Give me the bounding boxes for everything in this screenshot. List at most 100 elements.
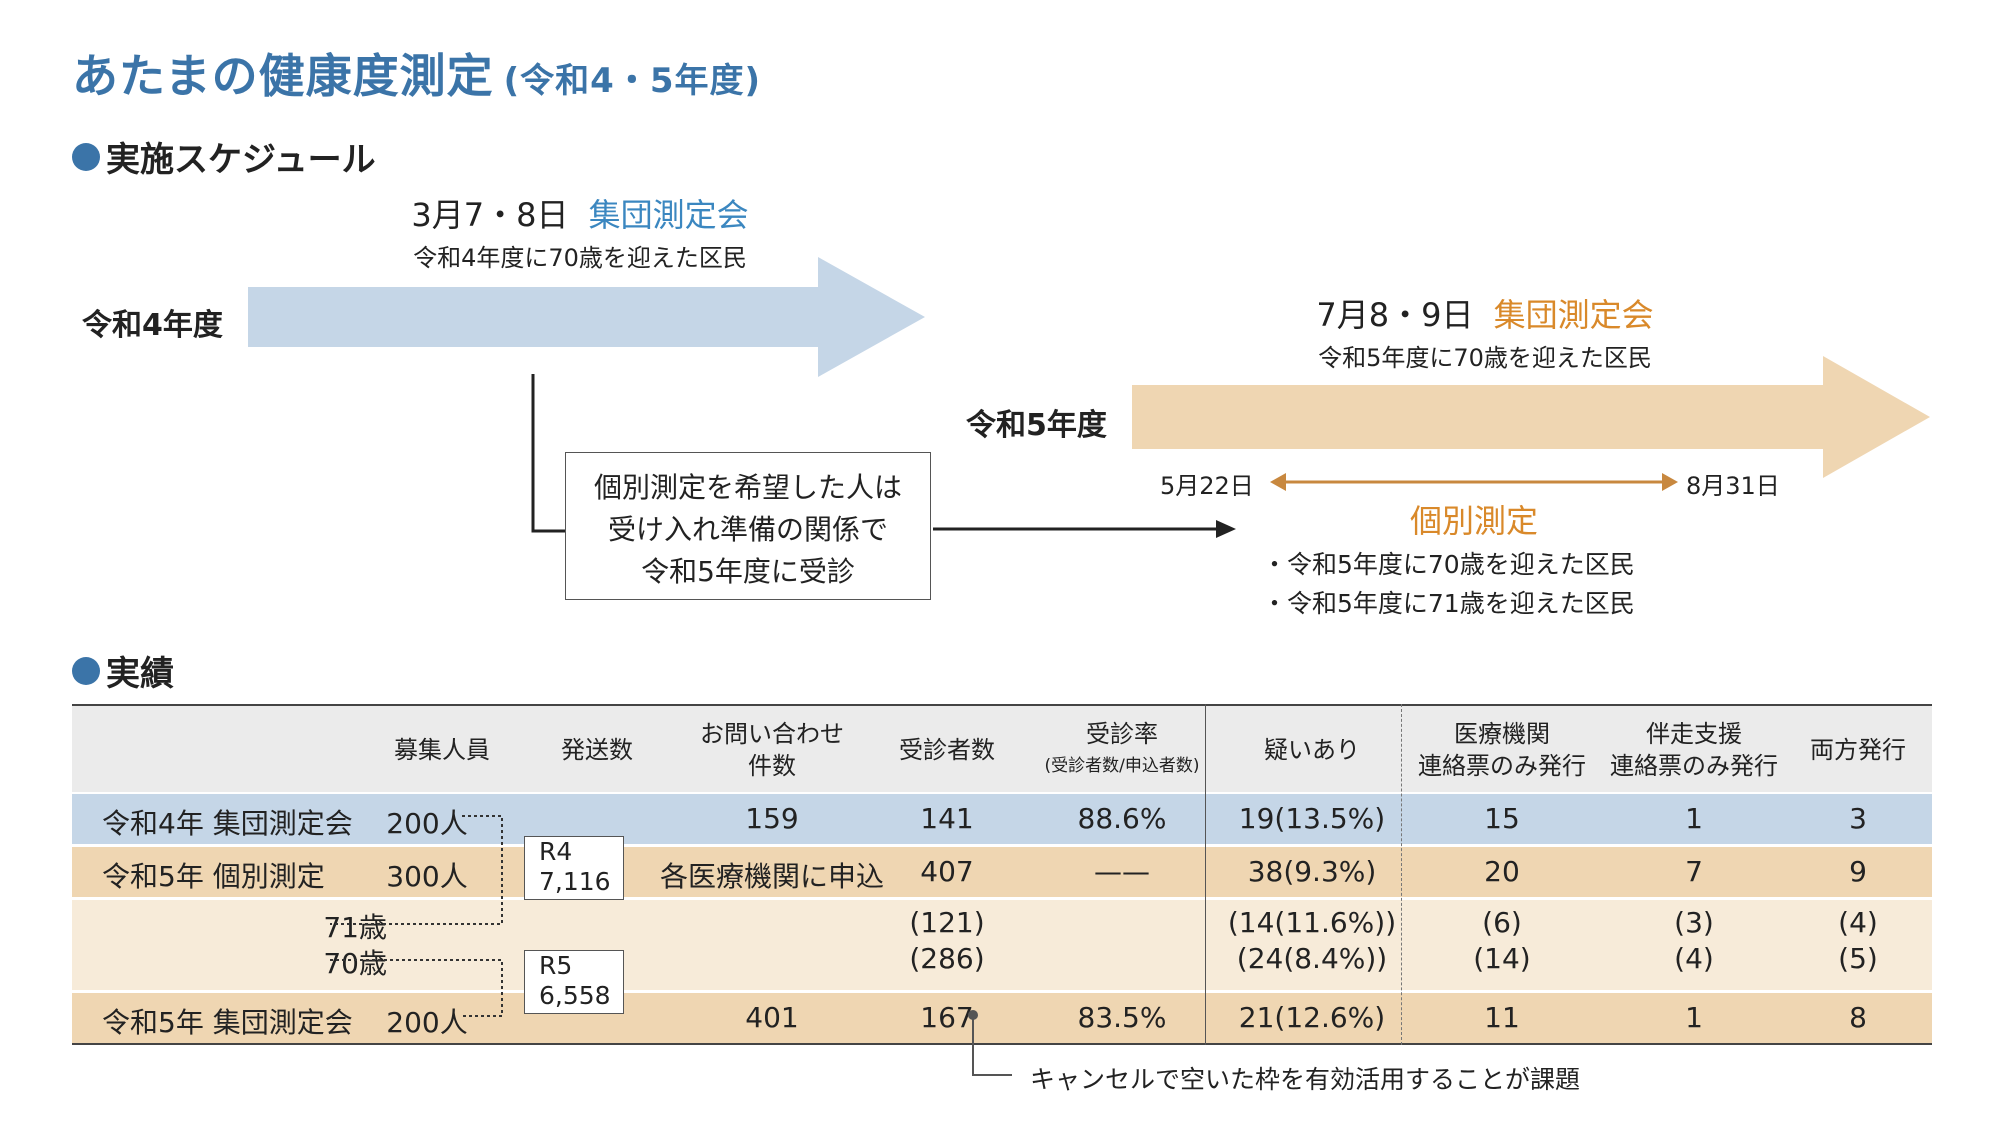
- row-recruit: 200人: [386, 807, 468, 840]
- table-row: 令和4年 集団測定会 200人 159 141 88.6% 19(13.5%) …: [72, 794, 1932, 844]
- row-examinees: 167: [920, 1001, 974, 1034]
- row-support-only: 7: [1685, 855, 1703, 888]
- header-rate-note: (受診者数/申込者数): [1044, 756, 1200, 776]
- period-arrowhead-right: [1662, 473, 1678, 491]
- column-divider: [1401, 704, 1402, 1045]
- row-support-only: (4): [1674, 942, 1714, 975]
- row-examinees: (121): [909, 906, 985, 939]
- header-recruit: 募集人員: [394, 736, 490, 764]
- row-both: 8: [1849, 1001, 1867, 1034]
- row-suspected: (14(11.6%)): [1227, 906, 1397, 939]
- row-recruit: 300人: [386, 860, 468, 893]
- row-suspected: (24(8.4%)): [1236, 942, 1388, 975]
- row-name: 令和5年 集団測定会: [102, 1006, 353, 1039]
- sent-box-label: R4: [539, 837, 573, 866]
- box-line: 令和5年度に受診: [641, 555, 855, 588]
- period-arrowhead-left: [1270, 473, 1286, 491]
- r4-year-label: 令和4年度: [82, 308, 223, 343]
- row-inquiries: 159: [745, 802, 799, 835]
- bullet-icon: [72, 656, 100, 685]
- connector-arrowhead: [1216, 520, 1236, 538]
- header-inquiries-line: お問い合わせ: [700, 720, 844, 748]
- row-name: 令和5年 個別測定: [102, 860, 325, 893]
- row-support-only: 1: [1685, 1001, 1703, 1034]
- table-row: 令和5年 集団測定会 200人 401 167 83.5% 21(12.6%) …: [72, 993, 1932, 1045]
- row-rate: 88.6%: [1077, 802, 1167, 835]
- row-examinees: 141: [920, 802, 974, 835]
- table-header: 募集人員 発送数 お問い合わせ 件数 受診者数 受診率 (受診者数/申込者数) …: [72, 704, 1932, 792]
- header-rate: 受診率 (受診者数/申込者数): [1027, 718, 1217, 782]
- sent-box-value: 7,116: [539, 867, 611, 896]
- column-divider: [1205, 704, 1206, 1045]
- r4-target: 令和4年度に70歳を迎えた区民: [413, 244, 747, 272]
- row-med-only: 20: [1484, 855, 1520, 888]
- results-heading-label: 実績: [106, 654, 174, 694]
- row-suspected: 21(12.6%): [1238, 1001, 1386, 1034]
- header-both: 両方発行: [1810, 736, 1906, 764]
- note-line: [972, 1015, 1012, 1076]
- bullet-icon: [72, 142, 100, 171]
- row-inquiries: 401: [745, 1001, 799, 1034]
- table-subrows: 71歳 (121) (14(11.6%)) (6) (3) (4) 70歳 (2…: [72, 900, 1932, 990]
- row-med-only: 11: [1484, 1001, 1520, 1034]
- header-sent: 発送数: [561, 736, 633, 764]
- individual-label: 個別測定: [1409, 502, 1538, 540]
- row-both: 3: [1849, 802, 1867, 835]
- header-inquiries-line: 件数: [748, 752, 796, 780]
- header-support-only: 伴走支援 連絡票のみ発行: [1594, 718, 1794, 782]
- header-med-only: 医療機関 連絡票のみ発行: [1402, 718, 1602, 782]
- header-support-only-line: 連絡票のみ発行: [1610, 752, 1778, 780]
- header-examinees: 受診者数: [899, 736, 995, 764]
- row-name: 71歳: [323, 911, 387, 944]
- connector-line: [531, 374, 567, 533]
- period-start: 5月22日: [1160, 472, 1254, 500]
- row-recruit: 200人: [386, 1006, 468, 1039]
- header-med-only-line: 連絡票のみ発行: [1418, 752, 1586, 780]
- header-rate-label: 受診率: [1086, 720, 1158, 748]
- page-title-sub: (令和4・5年度): [503, 61, 762, 101]
- header-med-only-line: 医療機関: [1454, 720, 1550, 748]
- r5-year-label: 令和5年度: [966, 408, 1107, 443]
- sent-box-r4: R4 7,116: [524, 836, 624, 900]
- page-title-main: あたまの健康度測定: [72, 49, 494, 103]
- box-line: 個別測定を希望した人は: [593, 471, 902, 504]
- r5-event: 集団測定会: [1493, 296, 1654, 334]
- row-inquiries: 各医療機関に申込: [659, 860, 884, 893]
- r5-dates: 7月8・9日: [1316, 296, 1474, 334]
- row-examinees: 407: [920, 855, 974, 888]
- r4-date-line: 3月7・8日 集団測定会: [340, 190, 820, 236]
- dotted-connector: [330, 959, 503, 1017]
- row-suspected: 19(13.5%): [1238, 802, 1386, 835]
- r5-target: 令和5年度に70歳を迎えた区民: [1318, 344, 1652, 372]
- row-both: (4): [1838, 906, 1878, 939]
- row-rate: 83.5%: [1077, 1001, 1167, 1034]
- box-line: 受け入れ準備の関係で: [607, 513, 888, 546]
- row-both: 9: [1849, 855, 1867, 888]
- row-suspected: 38(9.3%): [1247, 855, 1377, 888]
- dotted-connector: [330, 815, 503, 925]
- header-inquiries: お問い合わせ 件数: [672, 718, 872, 782]
- table-connectors: [330, 815, 503, 1017]
- row-rate: ——: [1094, 855, 1150, 888]
- r4-event: 集団測定会: [588, 196, 749, 234]
- row-name: 令和4年 集団測定会: [102, 807, 353, 840]
- individual-note-box: 個別測定を希望した人は 受け入れ準備の関係で 令和5年度に受診: [565, 452, 931, 600]
- period-end: 8月31日: [1686, 472, 1780, 500]
- row-med-only: (6): [1482, 906, 1522, 939]
- header-suspected: 疑いあり: [1264, 736, 1360, 764]
- results-note: キャンセルで空いた枠を有効活用することが課題: [1030, 1065, 1581, 1094]
- individual-target-2: ・令和5年度に71歳を迎えた区民: [1262, 589, 1635, 618]
- individual-target-1: ・令和5年度に70歳を迎えた区民: [1262, 550, 1635, 579]
- row-med-only: 15: [1484, 802, 1520, 835]
- r4-arrow: [248, 257, 925, 377]
- row-med-only: (14): [1473, 942, 1531, 975]
- results-heading: 実績: [72, 646, 174, 695]
- row-support-only: (3): [1674, 906, 1714, 939]
- r5-date-line: 7月8・9日 集団測定会: [1245, 290, 1725, 336]
- sent-box-label: R5: [539, 951, 573, 980]
- row-both: (5): [1838, 942, 1878, 975]
- schedule-heading: 実施スケジュール: [72, 132, 376, 181]
- row-name: 70歳: [323, 947, 387, 980]
